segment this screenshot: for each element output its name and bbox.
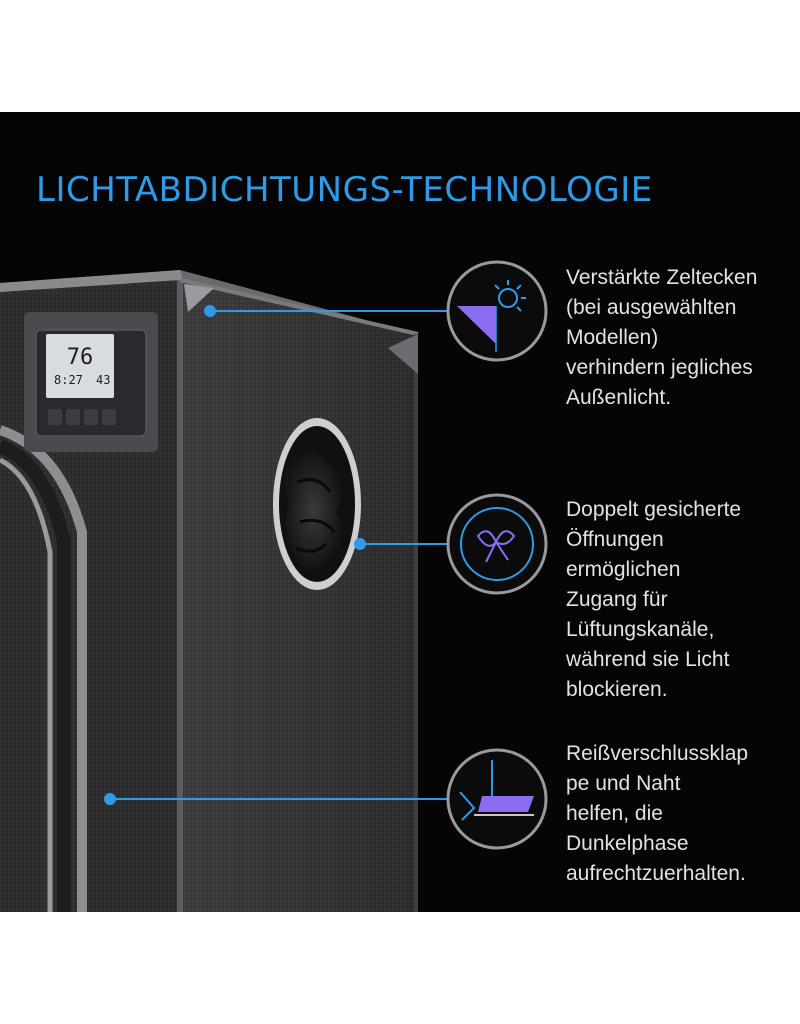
page-title: LICHTABDICHTUNGS-TECHNOLOGIE bbox=[36, 170, 653, 210]
sun-corner-icon bbox=[446, 260, 548, 362]
callout-dot bbox=[104, 793, 116, 805]
feature-text-openings: Doppelt gesicherte Öffnungen ermöglichen… bbox=[566, 498, 742, 701]
grow-tent-illustration: 76 8:27 43 bbox=[0, 260, 548, 912]
controller-button[interactable] bbox=[48, 409, 62, 425]
reinforced-corner bbox=[184, 284, 214, 312]
product-banner: LICHTABDICHTUNGS-TECHNOLOGIE bbox=[0, 112, 800, 912]
controller-device: 76 8:27 43 bbox=[24, 312, 158, 452]
controller-button[interactable] bbox=[84, 409, 98, 425]
display-time: 8:27 bbox=[54, 373, 83, 387]
callout-dot bbox=[354, 538, 366, 550]
zipper-flap-icon bbox=[446, 748, 548, 850]
callout-dot bbox=[204, 305, 216, 317]
controller-button[interactable] bbox=[66, 409, 80, 425]
door-zipper-seam bbox=[0, 425, 87, 912]
feature-text-corners: Verstärkte Zeltecken (bei ausgewählten M… bbox=[566, 266, 758, 409]
drawstring-tie-icon bbox=[446, 493, 548, 595]
display-temperature: 76 bbox=[67, 345, 94, 370]
controller-display bbox=[46, 334, 114, 398]
feature-text-zipper-flap: Reißverschlussklap pe und Naht helfen, d… bbox=[566, 742, 749, 885]
display-humidity: 43 bbox=[96, 373, 110, 387]
controller-button[interactable] bbox=[102, 409, 116, 425]
